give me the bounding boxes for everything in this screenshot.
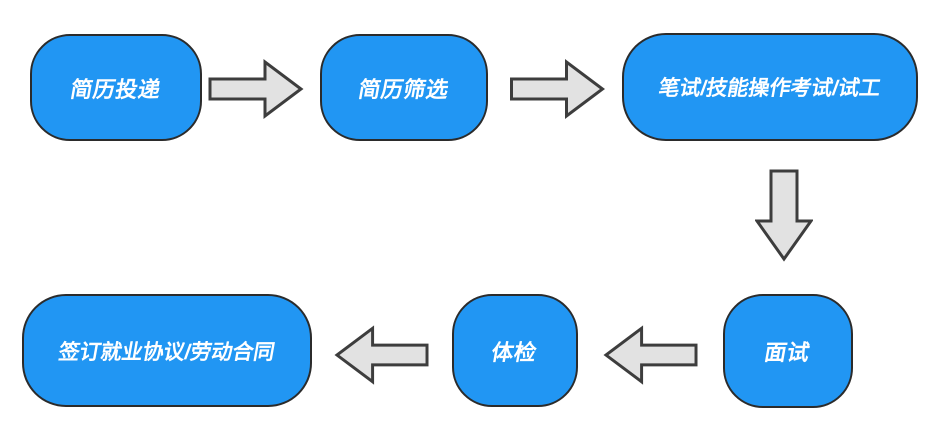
arrow-left-icon [603,325,698,385]
flow-node-written-skill-test: 笔试/技能操作考试/试工 [622,33,918,141]
flow-node-physical-exam: 体检 [452,294,578,407]
flow-node-resume-submission: 简历投递 [30,34,202,141]
flow-node-label: 简历筛选 [356,76,451,102]
flow-node-resume-screening: 简历筛选 [320,34,488,141]
arrow-left-icon [334,325,429,385]
flow-node-sign-employment-contract: 签订就业协议/劳动合同 [22,294,312,407]
flow-node-label: 笔试/技能操作考试/试工 [656,77,883,100]
flow-node-label: 签订就业协议/劳动合同 [56,340,277,364]
arrow-right-icon [510,59,605,119]
flow-node-label: 面试 [763,340,813,365]
arrow-down-icon [755,169,813,262]
flow-node-interview: 面试 [723,294,853,408]
flow-node-label: 体检 [490,339,540,365]
flow-node-label: 简历投递 [68,76,163,102]
arrow-right-icon [208,59,304,119]
